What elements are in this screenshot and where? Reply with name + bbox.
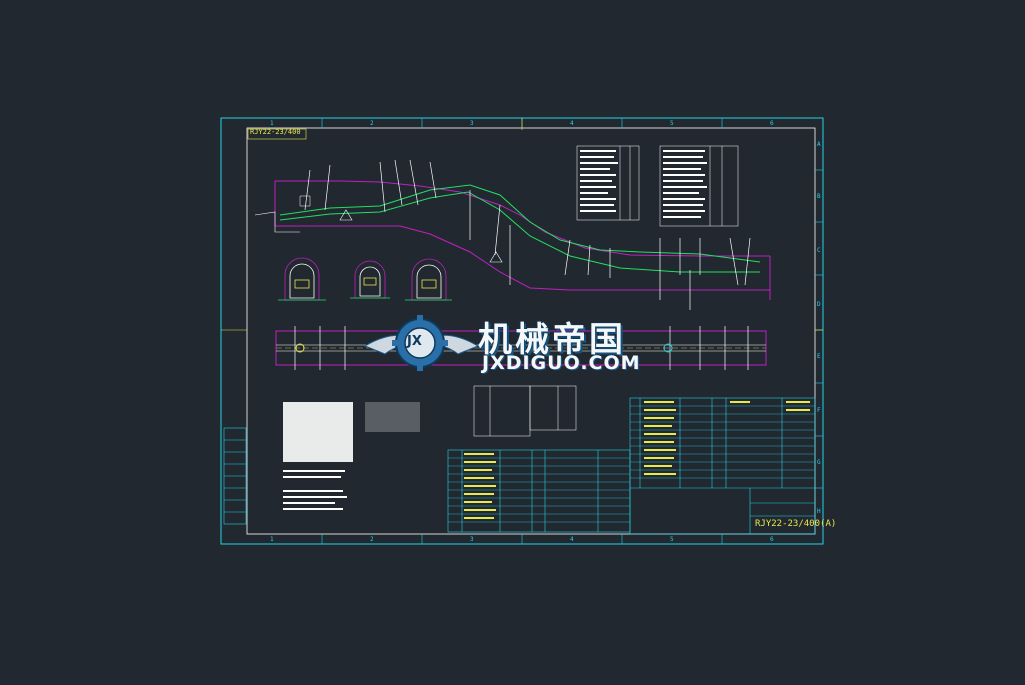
svg-text:3: 3 xyxy=(470,536,474,543)
watermark-emblem xyxy=(363,315,480,371)
svg-text:F: F xyxy=(817,407,821,414)
parameter-tables xyxy=(576,145,739,227)
svg-text:A: A xyxy=(817,141,821,148)
watermark-chinese-text: 机械帝国 xyxy=(478,320,626,360)
svg-text:2: 2 xyxy=(370,120,374,127)
svg-text:D: D xyxy=(817,301,821,308)
svg-text:E: E xyxy=(817,353,821,360)
table-rows-fill xyxy=(580,150,707,218)
watermark-logo: JX 机械帝国 JXDIGUO.COM xyxy=(360,308,680,382)
svg-text:3: 3 xyxy=(470,120,474,127)
svg-text:2: 2 xyxy=(370,536,374,543)
svg-text:H: H xyxy=(817,508,821,515)
watermark-emblem-text: JX xyxy=(407,334,422,349)
conveyor-plan-view xyxy=(275,326,767,370)
svg-text:1: 1 xyxy=(270,120,274,127)
conveyor-elevation xyxy=(254,159,771,310)
tunnel-sections xyxy=(278,257,452,301)
drawing-number: RJY22-23/400(A) xyxy=(755,519,837,529)
svg-text:6: 6 xyxy=(770,120,774,127)
svg-text:C: C xyxy=(817,247,821,254)
watermark-latin-text: JXDIGUO.COM xyxy=(482,352,641,374)
corner-title-box xyxy=(247,128,307,140)
middle-table xyxy=(473,385,577,437)
grid-labels: 1 2 3 4 5 6 1 2 3 4 5 6 A B C D E F G H xyxy=(270,120,821,543)
corner-drawing-tag: RJY22-23/400 xyxy=(250,128,301,136)
svg-text:5: 5 xyxy=(670,536,674,543)
svg-text:5: 5 xyxy=(670,120,674,127)
side-stamp-table xyxy=(223,427,247,525)
svg-text:4: 4 xyxy=(570,120,574,127)
svg-text:B: B xyxy=(817,193,821,200)
bom-rows xyxy=(448,405,815,523)
svg-text:G: G xyxy=(817,459,821,466)
svg-text:6: 6 xyxy=(770,536,774,543)
inner-frame xyxy=(246,127,816,535)
notes-blocks xyxy=(283,402,420,510)
svg-text:4: 4 xyxy=(570,536,574,543)
bom-text-marks xyxy=(464,401,810,519)
svg-text:1: 1 xyxy=(270,536,274,543)
